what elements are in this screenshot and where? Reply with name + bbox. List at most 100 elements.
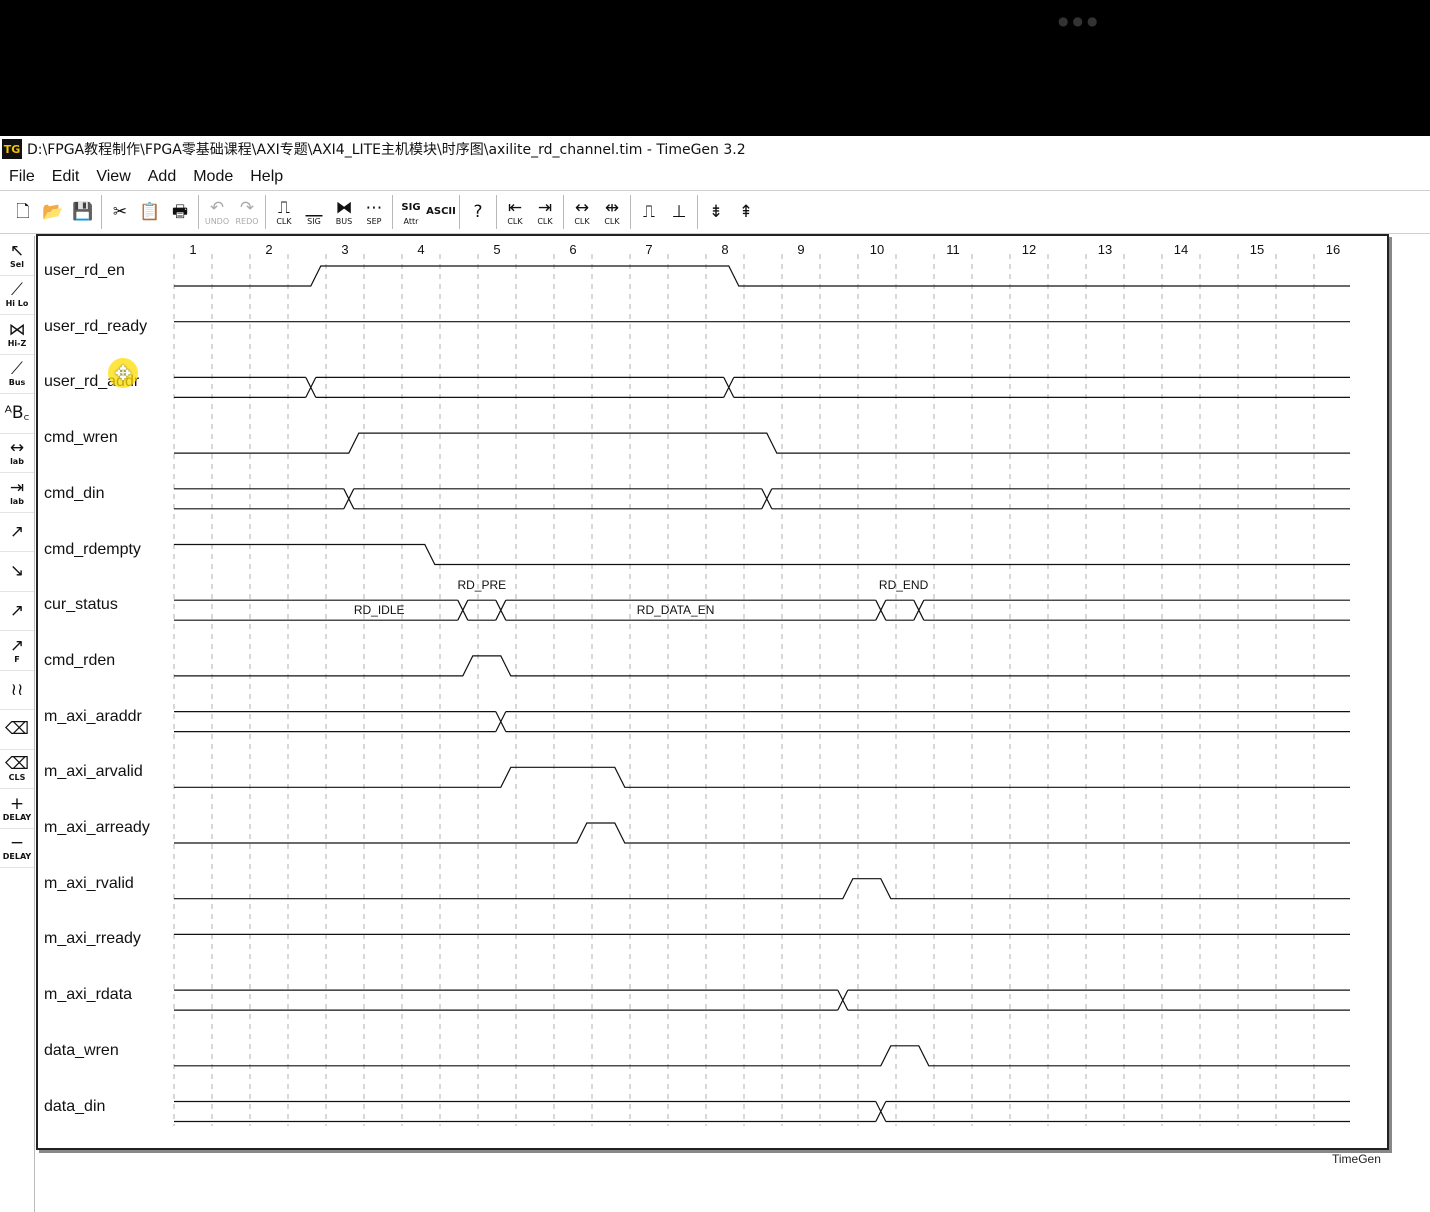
menu-help[interactable]: Help (250, 168, 284, 185)
signal-name-m-axi-arvalid[interactable]: m_axi_arvalid (44, 763, 143, 781)
curve-arrow-tool-icon[interactable]: ↗ (0, 513, 34, 552)
add-separator-icon[interactable]: ⋯SEP (365, 197, 383, 226)
bus-value-label: RD_IDLE (354, 603, 405, 617)
cycle-number: 2 (265, 242, 272, 257)
footer-label: TimeGen (1332, 1152, 1381, 1166)
break-tool-icon[interactable]: ≀≀ (0, 671, 34, 710)
waveform-m-axi-arready (174, 822, 1350, 844)
clear-tool-icon[interactable]: ⌫CLS (0, 750, 34, 789)
bus-transition (495, 599, 507, 621)
bus-transition (875, 599, 887, 621)
print-icon[interactable]: 🖶 (171, 202, 189, 222)
cycle-number: 13 (1098, 242, 1112, 257)
menu-mode[interactable]: Mode (193, 168, 234, 185)
signal-name-m-axi-arready[interactable]: m_axi_arready (44, 819, 150, 836)
bus-transition (837, 989, 849, 1011)
ascii-icon[interactable]: ASCII (426, 206, 456, 217)
signal-name-user-rd-ready[interactable]: user_rd_ready (44, 317, 148, 335)
cycle-number: 10 (870, 242, 884, 257)
cycle-number: 6 (569, 242, 576, 257)
free-arrow-tool-icon[interactable]: ↗F (0, 631, 34, 671)
bus-transition (343, 488, 355, 510)
toolbar-separator (392, 195, 393, 229)
bus-value-label: RD_END (879, 578, 929, 592)
menu-file[interactable]: File (9, 168, 35, 185)
cycle-number: 4 (417, 242, 424, 257)
signal-name-user-rd-en[interactable]: user_rd_en (44, 262, 125, 279)
signal-name-cmd-rdempty[interactable]: cmd_rdempty (44, 540, 141, 558)
cycle-number: 14 (1174, 242, 1188, 257)
text-tool-icon[interactable]: ᴬB꜀ (0, 394, 34, 434)
cycle-number: 3 (341, 242, 348, 257)
add-clock-icon[interactable]: ⎍CLK (276, 197, 292, 226)
signal-name-data-wren[interactable]: data_wren (44, 1041, 119, 1059)
toolbar-separator (101, 195, 102, 229)
signal-name-m-axi-rdata[interactable]: m_axi_rdata (44, 986, 133, 1004)
label-tool-icon[interactable]: ↔lab (0, 434, 34, 473)
move-cursor-icon: ✥ (108, 358, 138, 388)
timegen-app-icon[interactable]: TG (2, 139, 22, 159)
clock-left-icon[interactable]: ⇤CLK (507, 197, 523, 226)
toolbar-separator (459, 195, 460, 229)
line-arrow-tool-icon[interactable]: ↗ (0, 592, 34, 631)
save-icon[interactable]: 💾 (72, 202, 94, 222)
top-black-bar: ●●● (0, 0, 1430, 136)
menu-edit[interactable]: Edit (51, 168, 80, 185)
bus-value-label: RD_DATA_EN (637, 603, 715, 617)
rising-edge-icon[interactable]: ⎍ (643, 202, 655, 222)
bus-transition (723, 377, 735, 398)
bus-value-label: RD_PRE (457, 578, 506, 592)
select-tool-icon[interactable]: ↖Sel (0, 236, 34, 276)
menu-add[interactable]: Add (147, 168, 177, 185)
open-folder-icon[interactable]: 📂 (42, 202, 64, 222)
label-inner-tool-icon[interactable]: ⇥lab (0, 473, 34, 513)
clock-right-icon[interactable]: ⇥CLK (537, 197, 553, 226)
signal-name-m-axi-rready[interactable]: m_axi_rready (44, 930, 141, 948)
waveform-cmd-rdempty (174, 543, 1350, 566)
clock-shrink-icon[interactable]: ⇹CLK (604, 197, 620, 226)
window-dots-icon[interactable]: ●●● (1058, 14, 1102, 28)
falling-edge-icon[interactable]: ⊥ (671, 202, 687, 222)
down-arrow-tool-icon[interactable]: ↘ (0, 552, 34, 592)
signal-name-cur-status[interactable]: cur_status (44, 596, 118, 614)
redo-icon[interactable]: ↷REDO (235, 197, 259, 226)
add-signal-icon[interactable]: ⎽SIG (305, 197, 323, 226)
collapse-icon[interactable]: ⇟ (708, 202, 724, 222)
undo-icon[interactable]: ↶UNDO (204, 197, 230, 226)
window-title: D:\FPGA教程制作\FPGA零基础课程\AXI专题\AXI4_LITE主机模… (27, 142, 746, 158)
bus-tool-icon[interactable]: ⟋Bus (0, 355, 34, 394)
signal-name-data-din[interactable]: data_din (44, 1097, 106, 1115)
eraser-tool-icon[interactable]: ⌫ (0, 710, 34, 750)
signal-name-m-axi-rvalid[interactable]: m_axi_rvalid (44, 874, 134, 892)
cut-icon[interactable]: ✂ (112, 202, 128, 222)
waveform-m-axi-rvalid (174, 878, 1350, 900)
clock-expand-icon[interactable]: ↔CLK (574, 197, 590, 226)
bus-transition (913, 599, 925, 621)
waveform-data-wren (174, 1045, 1350, 1067)
cycle-number: 16 (1326, 242, 1340, 257)
bus-transition (305, 377, 317, 398)
bus-transition (875, 1101, 887, 1122)
hilo-tool-icon[interactable]: ⟋Hi Lo (0, 276, 34, 315)
help-icon[interactable]: ? (473, 202, 483, 222)
hiz-tool-icon[interactable]: ⋈Hi-Z (0, 315, 34, 355)
new-file-icon[interactable]: 🗋 (16, 202, 30, 222)
signal-name-m-axi-araddr[interactable]: m_axi_araddr (44, 707, 142, 725)
signal-name-cmd-din[interactable]: cmd_din (44, 484, 105, 502)
add-delay-icon[interactable]: +DELAY (0, 789, 34, 829)
signal-name-cmd-wren[interactable]: cmd_wren (44, 429, 118, 447)
expand-icon[interactable]: ⇞ (738, 202, 754, 222)
signal-name-cmd-rden[interactable]: cmd_rden (44, 651, 116, 669)
menu-view[interactable]: View (96, 168, 131, 185)
bus-transition (495, 711, 507, 732)
bus-transition (457, 599, 469, 621)
remove-delay-icon[interactable]: −DELAY (0, 829, 34, 868)
paste-icon[interactable]: 📋 (139, 202, 161, 222)
cycle-number: 1 (189, 242, 196, 257)
cycle-number: 15 (1250, 242, 1264, 257)
add-bus-icon[interactable]: ⧓BUS (335, 197, 353, 226)
